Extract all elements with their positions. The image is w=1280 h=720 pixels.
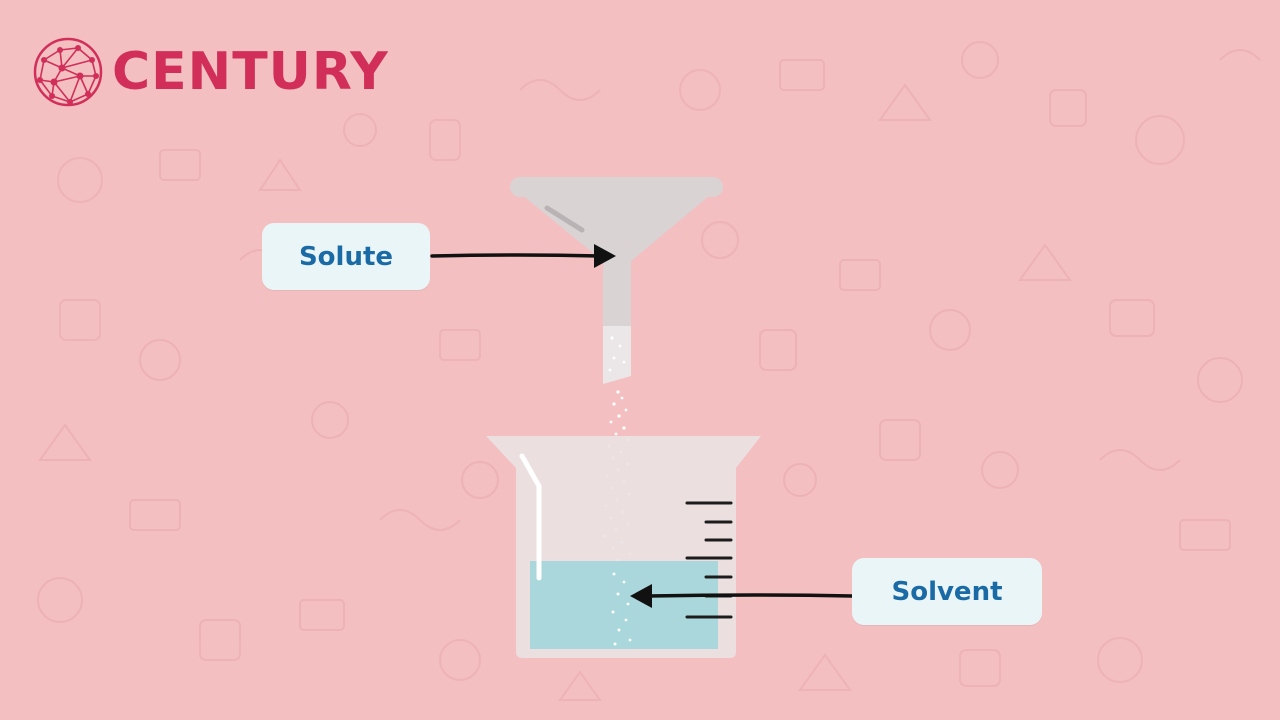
funnel-icon	[510, 177, 723, 384]
solvent-label-text: Solvent	[891, 576, 1003, 607]
solvent-arrow-icon	[630, 584, 854, 608]
solute-label: Solute	[262, 223, 430, 290]
brand: CENTURY	[32, 36, 389, 108]
beaker-icon	[486, 436, 761, 658]
network-logo-icon	[33, 37, 103, 107]
solute-arrow-icon	[430, 244, 616, 268]
brand-name: CENTURY	[112, 42, 389, 102]
solute-label-text: Solute	[298, 241, 394, 272]
solvent-label: Solvent	[852, 558, 1042, 625]
